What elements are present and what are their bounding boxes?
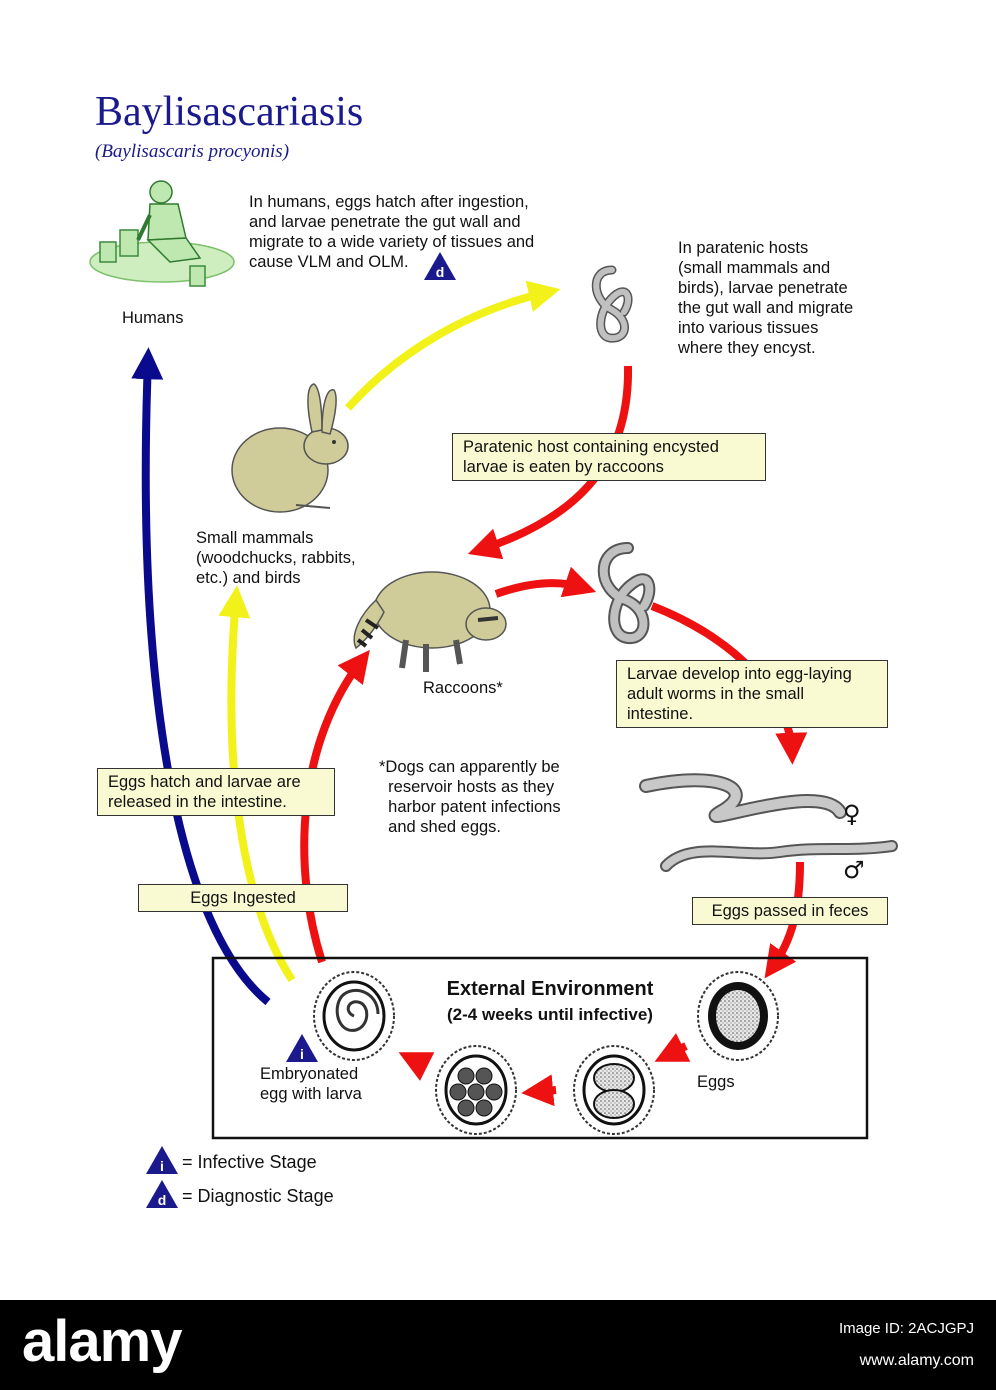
label-raccoons: Raccoons* <box>423 679 503 697</box>
egg-unembryonated <box>697 971 779 1061</box>
egg-two-cell <box>573 1045 655 1135</box>
external-environment-box <box>211 956 869 1140</box>
box-paratenic-eaten: Paratenic host containing encysted larva… <box>452 433 766 481</box>
box-eggs-ingested: Eggs Ingested <box>138 884 348 912</box>
note-paratenic: In paratenic hosts (small mammals and bi… <box>678 239 854 357</box>
infective-stage-marker: i <box>286 1034 318 1062</box>
arrow-to-small-mammals <box>218 585 296 983</box>
label-small-mammals: Small mammals (woodchucks, rabbits, etc.… <box>196 529 356 587</box>
label-eggs: Eggs <box>697 1073 735 1091</box>
raccoon-illustration <box>353 571 507 672</box>
egg-embryonated <box>313 971 395 1061</box>
arrow-larva-to-raccoon <box>467 365 633 560</box>
box-eggs-hatch: Eggs hatch and larvae are released in th… <box>97 768 335 816</box>
arrow-egg1-to-egg2 <box>654 1033 691 1062</box>
environment-title: External Environment <box>446 978 654 1000</box>
female-symbol: ♀ <box>843 800 861 828</box>
label-embryonated-egg: Embryonated egg with larva <box>260 1065 362 1103</box>
watermark-bar <box>0 1300 996 1390</box>
rabbit-illustration <box>231 383 349 513</box>
note-dogs: *Dogs can apparently be reservoir hosts … <box>379 758 561 836</box>
box-larvae-develop: Larvae develop into egg-laying adult wor… <box>616 660 888 728</box>
box-eggs-passed: Eggs passed in feces <box>692 897 888 925</box>
svg-text:d: d <box>158 1192 167 1208</box>
site-url: www.alamy.com <box>859 1352 974 1369</box>
male-symbol: ♂ <box>843 856 865 884</box>
diagnostic-stage-marker: d <box>424 252 456 280</box>
life-cycle-diagram: d i i d <box>89 180 898 1208</box>
arrow-egg2-to-egg3 <box>521 1074 557 1107</box>
legend-infective-icon: i <box>146 1146 178 1174</box>
alamy-logo: alamy <box>22 1309 182 1374</box>
page-title: Baylisascariasis <box>95 89 364 135</box>
egg-morula <box>435 1045 517 1135</box>
legend-infective-label: = Infective Stage <box>182 1152 317 1172</box>
page-subtitle: (Baylisascaris procyonis) <box>95 141 290 162</box>
diagnostic-marker-letter: d <box>436 264 445 280</box>
arrow-egg3-to-embryonated <box>398 1052 435 1081</box>
adult-worms <box>639 773 898 872</box>
image-id: Image ID: 2ACJGPJ <box>838 1320 974 1337</box>
humans-illustration <box>89 180 235 287</box>
coiled-larva <box>597 542 656 644</box>
note-humans: In humans, eggs hatch after ingestion, a… <box>249 193 535 271</box>
arrow-raccoon-to-worm <box>494 566 597 598</box>
label-humans: Humans <box>122 309 184 327</box>
paratenic-larva <box>591 265 633 343</box>
environment-subtitle: (2-4 weeks until infective) <box>447 1005 653 1024</box>
arrow-to-paratenic-larva <box>345 280 561 411</box>
legend-diagnostic-label: = Diagnostic Stage <box>182 1186 334 1206</box>
svg-text:i: i <box>160 1158 164 1174</box>
legend-diagnostic-icon: d <box>146 1180 178 1208</box>
infective-marker-letter: i <box>300 1046 304 1062</box>
